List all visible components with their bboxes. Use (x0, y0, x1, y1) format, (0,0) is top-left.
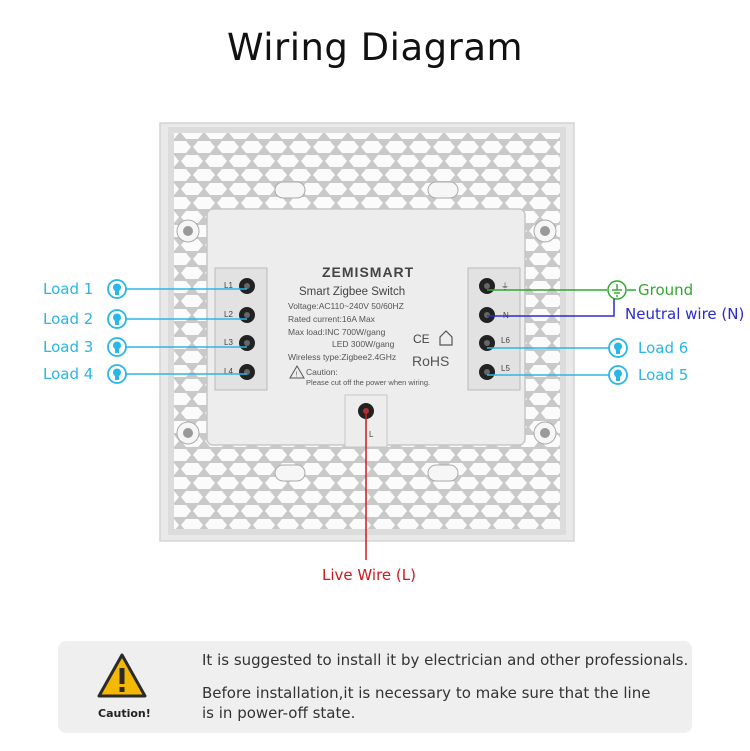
caution-line-2: Before installation,it is necessary to m… (202, 684, 651, 702)
ce-mark: CE (413, 332, 430, 346)
label-load3: Load 3 (43, 338, 93, 356)
load-wires-left (126, 288, 247, 375)
bulb-icon-load2 (107, 309, 127, 329)
home-icon (439, 330, 453, 346)
label-ground: Ground (638, 281, 693, 299)
device-caution-text: Please cut off the power when wiring. (306, 378, 430, 387)
bulb-icon-load6 (608, 338, 628, 358)
caution-panel: Caution! It is suggested to install it b… (58, 641, 692, 733)
terminal-l5: L5 (479, 364, 510, 380)
label-neutral: Neutral wire (N) (625, 305, 744, 323)
caution-warning-icon (97, 653, 147, 698)
label-load4: Load 4 (43, 365, 93, 383)
label-load6: Load 6 (638, 339, 688, 357)
caution-line-3: is in power-off state. (202, 704, 356, 722)
switch-back-plate (159, 122, 575, 542)
rohs-mark: RoHS (412, 353, 449, 369)
caution-label: Caution! (98, 707, 151, 720)
device-label: ZEMISMART Smart Zigbee Switch Voltage:AC… (288, 264, 453, 387)
spec-led: LED 300W/gang (332, 339, 395, 349)
warning-triangle-icon (289, 365, 305, 379)
label-load1: Load 1 (43, 280, 93, 298)
spec-current: Rated current:16A Max (288, 314, 376, 324)
spec-wireless: Wireless type:Zigbee2.4GHz (288, 352, 396, 362)
label-load2: Load 2 (43, 310, 93, 328)
label-load5: Load 5 (638, 366, 688, 384)
label-live: Live Wire (L) (322, 566, 416, 584)
page-title: Wiring Diagram (226, 26, 524, 69)
device-caution-title: Caution: (306, 367, 338, 377)
neutral-wire (487, 299, 615, 317)
terminal-label-ground: ⏚ (501, 282, 509, 291)
brand-logo: ZEMISMART (322, 264, 414, 280)
bulb-icon-load3 (107, 337, 127, 357)
caution-line-1: It is suggested to install it by electri… (202, 651, 689, 669)
terminal-label-l1: L1 (224, 281, 233, 290)
ground-wire (487, 280, 636, 300)
spec-voltage: Voltage:AC110~240V 50/60HZ (288, 301, 404, 311)
terminal-label-l2: L2 (224, 310, 233, 319)
terminal-label-live: L (369, 430, 374, 439)
spec-max-load: Max load:INC 700W/gang (288, 327, 386, 337)
load-wires-right (487, 347, 609, 376)
svg-text:!: ! (296, 372, 298, 379)
terminal-label-l6: L6 (501, 336, 510, 345)
terminal-l6: L6 (479, 335, 510, 351)
terminal-l1: L1 (224, 278, 255, 294)
bulb-icon-load1 (107, 279, 127, 299)
wiring-diagram: L1 L2 L3 L4 ⏚ N L6 L5 (43, 122, 744, 584)
terminal-label-l3: L3 (224, 338, 233, 347)
terminal-label-l4: L4 (224, 367, 233, 376)
bulb-icon-load4 (107, 364, 127, 384)
bulb-icon-load5 (608, 365, 628, 385)
device-name: Smart Zigbee Switch (299, 286, 405, 298)
terminal-label-l5: L5 (501, 364, 510, 373)
